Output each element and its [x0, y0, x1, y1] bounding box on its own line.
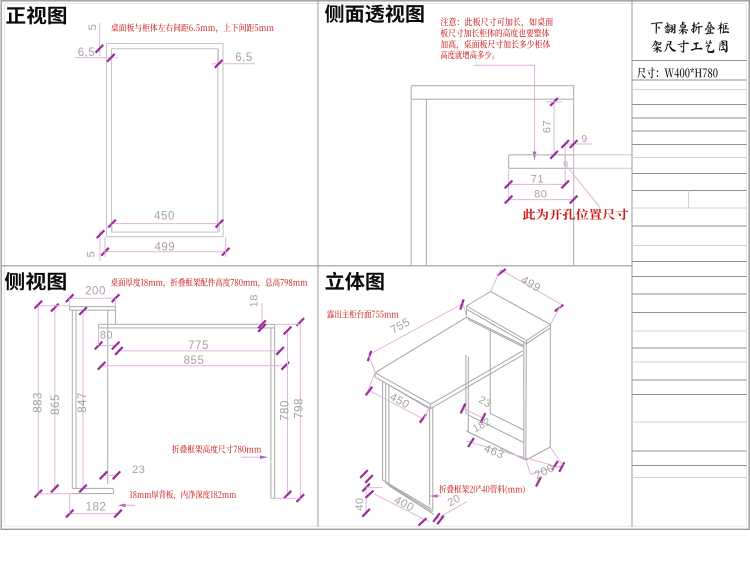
svg-text:780: 780 — [279, 400, 291, 421]
svg-text:182: 182 — [86, 502, 107, 514]
svg-text:80: 80 — [534, 189, 547, 201]
svg-text:20: 20 — [446, 492, 463, 509]
svg-text:23: 23 — [476, 394, 493, 411]
svg-text:5: 5 — [87, 24, 99, 31]
svg-text:40: 40 — [354, 497, 366, 510]
svg-text:6,5: 6,5 — [235, 52, 253, 64]
svg-text:450: 450 — [154, 211, 175, 223]
svg-text:855: 855 — [184, 355, 205, 367]
svg-text:847: 847 — [77, 392, 89, 413]
svg-text:775: 775 — [188, 340, 209, 352]
svg-text:6,5: 6,5 — [78, 47, 96, 59]
svg-text:5: 5 — [85, 251, 97, 258]
svg-text:865: 865 — [50, 394, 62, 415]
svg-text:499: 499 — [154, 242, 175, 254]
svg-text:23: 23 — [132, 464, 145, 476]
svg-text:18: 18 — [248, 294, 260, 307]
svg-text:67: 67 — [542, 120, 554, 133]
svg-text:798: 798 — [294, 398, 306, 419]
svg-text:71: 71 — [531, 174, 544, 186]
svg-text:883: 883 — [33, 392, 45, 413]
svg-text:9: 9 — [581, 133, 587, 145]
svg-text:200: 200 — [85, 286, 106, 298]
svg-text:80: 80 — [100, 330, 113, 342]
